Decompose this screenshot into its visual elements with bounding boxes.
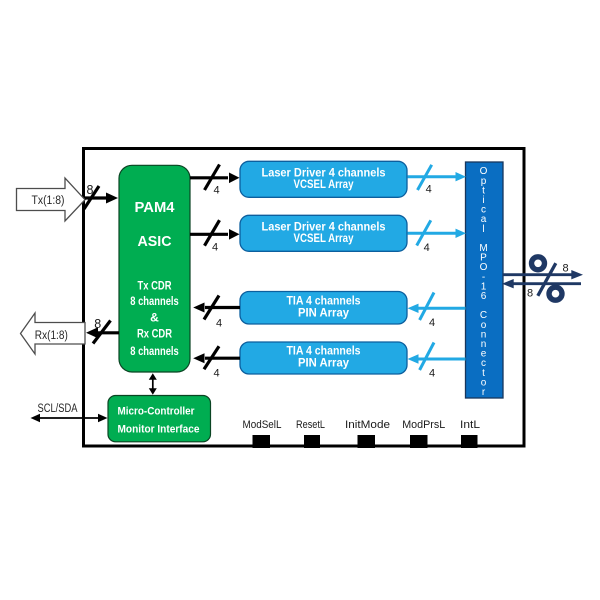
svg-text:8: 8 — [527, 288, 533, 300]
svg-text:ASIC: ASIC — [138, 234, 173, 250]
svg-text:8: 8 — [562, 263, 568, 275]
svg-text:8: 8 — [94, 317, 101, 331]
svg-text:ModSelL: ModSelL — [243, 419, 282, 431]
svg-text:i: i — [482, 195, 484, 206]
svg-text:IntL: IntL — [460, 419, 480, 431]
svg-text:8 channels: 8 channels — [130, 344, 179, 358]
svg-text:P: P — [480, 253, 487, 264]
svg-text:Monitor Interface: Monitor Interface — [118, 424, 200, 436]
svg-text:&: & — [150, 311, 159, 325]
svg-text:Laser Driver 4 channels: Laser Driver 4 channels — [262, 222, 386, 234]
svg-text:8: 8 — [87, 183, 94, 197]
svg-text:n: n — [481, 339, 487, 350]
svg-text:6: 6 — [481, 291, 487, 302]
svg-text:4: 4 — [429, 368, 435, 380]
svg-text:ResetL: ResetL — [296, 419, 325, 431]
svg-text:InitMode: InitMode — [345, 419, 390, 431]
svg-text:ModPrsL: ModPrsL — [402, 419, 445, 431]
svg-text:SCL/SDA: SCL/SDA — [38, 403, 78, 415]
svg-text:O: O — [480, 262, 488, 273]
svg-text:e: e — [481, 349, 487, 360]
svg-text:Laser Driver 4 channels: Laser Driver 4 channels — [262, 168, 386, 180]
svg-text:n: n — [481, 329, 487, 340]
svg-text:a: a — [481, 214, 487, 225]
svg-text:Micro-Controller: Micro-Controller — [118, 406, 196, 418]
svg-text:c: c — [481, 205, 486, 216]
svg-text:VCSEL Array: VCSEL Array — [294, 233, 355, 245]
svg-text:C: C — [480, 310, 487, 321]
svg-text:o: o — [481, 320, 487, 331]
svg-text:8 channels: 8 channels — [130, 294, 179, 308]
svg-text:Rx(1:8): Rx(1:8) — [35, 330, 68, 342]
svg-text:p: p — [481, 176, 487, 187]
svg-text:TIA 4 channels: TIA 4 channels — [287, 346, 361, 358]
svg-text:VCSEL Array: VCSEL Array — [294, 179, 355, 191]
svg-text:-: - — [482, 272, 485, 283]
svg-text:4: 4 — [429, 317, 435, 329]
svg-text:PAM4: PAM4 — [135, 200, 175, 216]
svg-text:l: l — [482, 224, 484, 235]
svg-text:Tx CDR: Tx CDR — [138, 279, 172, 293]
svg-text:PIN Array: PIN Array — [298, 358, 350, 370]
svg-text:c: c — [481, 358, 486, 369]
svg-text:4: 4 — [214, 368, 220, 380]
svg-text:M: M — [479, 243, 487, 254]
svg-text:o: o — [481, 377, 487, 388]
svg-text:r: r — [482, 387, 486, 398]
svg-text:4: 4 — [212, 242, 218, 254]
svg-text:O: O — [480, 166, 488, 177]
svg-text:Rx CDR: Rx CDR — [137, 327, 172, 341]
svg-text:4: 4 — [213, 185, 219, 197]
svg-text:t: t — [482, 185, 485, 196]
svg-text:t: t — [482, 368, 485, 379]
svg-text:4: 4 — [426, 184, 432, 196]
svg-text:1: 1 — [481, 281, 487, 292]
svg-text:PIN Array: PIN Array — [298, 308, 350, 320]
svg-text:TIA 4 channels: TIA 4 channels — [287, 296, 361, 308]
svg-text:4: 4 — [216, 318, 222, 330]
svg-text:4: 4 — [424, 242, 430, 254]
svg-text:Tx(1:8): Tx(1:8) — [32, 195, 65, 207]
